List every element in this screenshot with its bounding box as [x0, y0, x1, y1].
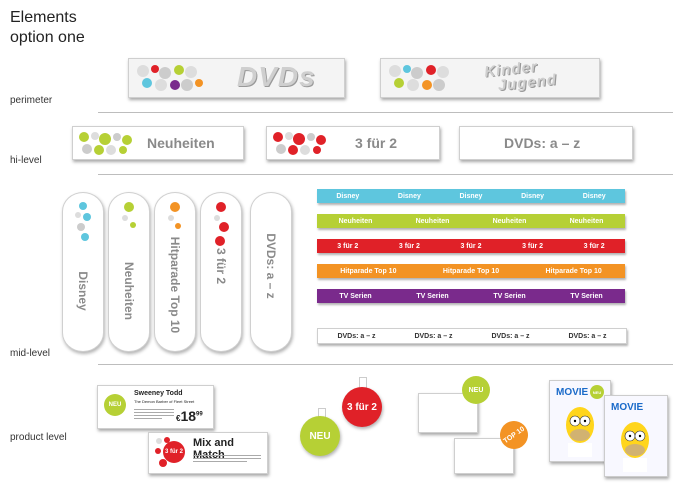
product-card-description	[134, 407, 174, 421]
nav-bar-label[interactable]: Hitparade Top 10	[545, 267, 602, 275]
hanger-neu[interactable]: NEU	[300, 416, 340, 456]
green-dots-icon	[79, 132, 132, 155]
page-title: Elements option one	[10, 8, 85, 48]
hi-level-label-3-fuer-2: 3 für 2	[355, 135, 398, 151]
petal-label-hitparade: Hitparade Top 10	[168, 236, 182, 333]
nav-bar-label[interactable]: Neuheiten	[415, 217, 450, 225]
product-card-subtitle: The Demon Barber of Fleet Street	[134, 399, 195, 404]
nav-bar-label[interactable]: 3 für 2	[337, 242, 359, 250]
product-card-badge-3-fuer-2: 3 für 2	[163, 441, 185, 463]
nav-bar-label[interactable]: Neuheiten	[569, 217, 604, 225]
page-title-line1: Elements	[10, 9, 77, 26]
nav-bar-label[interactable]: Neuheiten	[492, 217, 527, 225]
page-title-line2: option one	[10, 29, 85, 46]
homer-face-icon	[621, 422, 649, 472]
perimeter-banner-dvds: DVDs	[128, 58, 345, 98]
hi-level-card-dvds-az[interactable]: DVDs: a – z	[459, 126, 633, 160]
nav-bar-neuheiten[interactable]: Neuheiten Neuheiten Neuheiten Neuheiten	[317, 214, 625, 228]
petal-hitparade[interactable]: Hitparade Top 10	[154, 192, 196, 352]
dvd-cover-title: MOVIE	[611, 402, 644, 413]
dvd-cover-simpsons-1[interactable]: MOVIE NEU	[549, 380, 611, 462]
product-card-sweeney-todd[interactable]: NEU Sweeney Todd The Demon Barber of Fle…	[97, 385, 214, 429]
green-dots-icon	[122, 202, 136, 228]
shelf-tag-badge-neu: NEU	[462, 376, 490, 404]
disc-dots-icon	[137, 65, 203, 91]
red-dots-icon	[214, 202, 229, 246]
nav-bar-label[interactable]: DVDs: a – z	[337, 332, 376, 340]
price-main: 18	[180, 408, 197, 424]
perimeter-banner-kinder-text: Kinder Jugend	[484, 57, 558, 94]
disc-dots-icon	[389, 65, 449, 91]
nav-bar-3-fuer-2[interactable]: 3 für 2 3 für 2 3 für 2 3 für 2 3 für 2	[317, 239, 625, 253]
nav-bar-label[interactable]: TV Serien	[339, 292, 372, 300]
nav-bar-label[interactable]: TV Serien	[493, 292, 526, 300]
divider-mid-level	[98, 364, 673, 365]
petal-3-fuer-2[interactable]: 3 für 2	[200, 192, 242, 352]
petal-label-dvds-az: DVDs: a – z	[264, 232, 278, 299]
product-card-mix-and-match[interactable]: 3 für 2 Mix and Match	[148, 432, 268, 474]
nav-bar-label[interactable]: TV Serien	[416, 292, 449, 300]
dvd-cover-simpsons-2[interactable]: MOVIE	[604, 395, 668, 477]
divider-perimeter	[98, 112, 673, 113]
nav-bar-disney[interactable]: Disney Disney Disney Disney Disney	[317, 189, 625, 203]
nav-bar-label[interactable]: 3 für 2	[460, 242, 482, 250]
nav-bar-label[interactable]: Hitparade Top 10	[340, 267, 397, 275]
nav-bar-label[interactable]: DVDs: a – z	[414, 332, 453, 340]
section-label-product-level: product level	[10, 432, 67, 443]
nav-bar-label[interactable]: Disney	[336, 192, 360, 200]
nav-bar-label[interactable]: 3 für 2	[398, 242, 420, 250]
section-label-mid-level: mid-level	[10, 348, 51, 359]
nav-bar-label[interactable]: Disney	[459, 192, 483, 200]
nav-bar-label[interactable]: Disney	[521, 192, 545, 200]
nav-bar-label[interactable]: Hitparade Top 10	[442, 267, 500, 275]
section-label-perimeter: perimeter	[10, 95, 53, 106]
dvd-cover-badge: NEU	[590, 385, 604, 399]
petal-label-3-fuer-2: 3 für 2	[214, 247, 228, 284]
dvd-cover-title: MOVIE	[556, 387, 589, 398]
perimeter-banner-kinder-line2: Jugend	[497, 71, 558, 95]
homer-face-icon	[566, 407, 594, 457]
petal-label-disney: Disney	[76, 271, 90, 311]
nav-bar-label[interactable]: Neuheiten	[338, 217, 373, 225]
divider-hi-level	[98, 174, 673, 175]
price-cents: 99	[196, 411, 203, 418]
nav-bar-dvds-az[interactable]: DVDs: a – z DVDs: a – z DVDs: a – z DVDs: a…	[317, 328, 627, 344]
product-card-price: €1899	[176, 408, 203, 424]
product-card-badge-neu: NEU	[104, 394, 126, 416]
perimeter-banner-dvds-text: DVDs	[237, 61, 316, 92]
price-currency: €	[176, 414, 181, 423]
nav-bar-label[interactable]: Disney	[582, 192, 606, 200]
red-dots-icon	[273, 132, 326, 155]
hi-level-label-dvds-az: DVDs: a – z	[504, 135, 581, 151]
nav-bar-hitparade[interactable]: Hitparade Top 10 Hitparade Top 10 Hitparad…	[317, 264, 625, 278]
section-label-hi-level: hi-level	[10, 155, 42, 166]
nav-bar-label[interactable]: DVDs: a – z	[568, 332, 607, 340]
petal-disney[interactable]: Disney	[62, 192, 104, 352]
nav-bar-label[interactable]: DVDs: a – z	[491, 332, 530, 340]
blue-dots-icon	[75, 202, 91, 241]
hi-level-card-neuheiten[interactable]: Neuheiten	[72, 126, 244, 160]
nav-bar-label[interactable]: Disney	[397, 192, 421, 200]
nav-bar-label[interactable]: 3 für 2	[583, 242, 605, 250]
petal-label-neuheiten: Neuheiten	[122, 261, 136, 320]
nav-bar-label[interactable]: TV Serien	[570, 292, 603, 300]
hi-level-label-neuheiten: Neuheiten	[147, 135, 215, 151]
perimeter-banner-kinder: Kinder Jugend	[380, 58, 600, 98]
product-card-title: Sweeney Todd	[134, 390, 183, 397]
nav-bar-tv-serien[interactable]: TV Serien TV Serien TV Serien TV Serien	[317, 289, 625, 303]
hi-level-card-3-fuer-2[interactable]: 3 für 2	[266, 126, 440, 160]
nav-bar-label[interactable]: 3 für 2	[522, 242, 544, 250]
product-card-description	[193, 453, 261, 464]
petal-neuheiten[interactable]: Neuheiten	[108, 192, 150, 352]
orange-dots-icon	[168, 202, 181, 229]
petal-dvds-az[interactable]: DVDs: a – z	[250, 192, 292, 352]
hanger-3-fuer-2[interactable]: 3 für 2	[342, 387, 382, 427]
